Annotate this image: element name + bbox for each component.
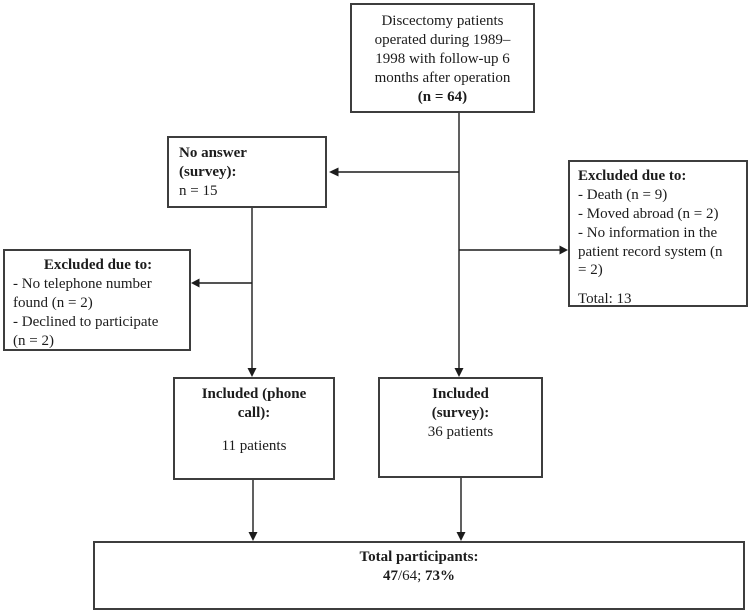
included-survey-count: 36 patients (427, 423, 494, 440)
box-discectomy-patients: Discectomy patients operated during 1989… (350, 3, 535, 113)
no-answer-count: n = 15 (179, 182, 218, 199)
excluded-right-total: Total: 13 (578, 291, 632, 308)
excluded-left-item: - No telephone number found (n = 2) (13, 275, 152, 311)
arrow-to-excluded-left (191, 278, 252, 288)
box-excluded-phone-reasons: Excluded due to: - No telephone number f… (3, 249, 191, 351)
total-participants-title: Total participants: (359, 549, 479, 565)
total-denominator: /64; (397, 567, 426, 584)
no-answer-title: No answer (survey): (179, 145, 247, 180)
arrow-no-answer-to-included-phone (247, 208, 257, 377)
box-included-survey: Included (survey): 36 patients (378, 377, 543, 478)
arrow-to-no-answer (329, 167, 459, 177)
arrow-survey-to-total (456, 478, 466, 541)
total-percentage: 73% (425, 567, 456, 584)
total-numerator: 47 (382, 567, 398, 584)
total-participants-value: 47/64; 73% (95, 567, 743, 586)
excluded-left-title: Excluded due to: (43, 257, 153, 273)
box-excluded-survey-reasons: Excluded due to: - Death (n = 9) - Moved… (568, 160, 748, 307)
box-no-answer-survey: No answer (survey): n = 15 (167, 136, 327, 208)
discectomy-n-value: (n = 64) (417, 88, 468, 105)
included-survey-title: Included (survey): (431, 386, 490, 421)
excluded-right-item: - Moved abroad (n = 2) (578, 205, 719, 222)
excluded-right-title: Excluded due to: (578, 168, 687, 184)
included-phone-count: 11 patients (221, 437, 287, 454)
discectomy-text: Discectomy patients operated during 1989… (374, 13, 511, 86)
arrow-phone-to-total (248, 480, 258, 541)
arrow-to-excluded-right (459, 245, 568, 255)
arrow-top-to-included-survey (454, 113, 464, 377)
excluded-right-item: - Death (n = 9) (578, 186, 668, 203)
box-included-phone-call: Included (phone call): 11 patients (173, 377, 335, 480)
excluded-left-item: - Declined to participate (n = 2) (13, 313, 159, 349)
box-total-participants: Total participants: 47/64; 73% (93, 541, 745, 610)
included-phone-title: Included (phone call): (201, 386, 307, 421)
excluded-right-item: - No information in the patient record s… (578, 224, 723, 279)
